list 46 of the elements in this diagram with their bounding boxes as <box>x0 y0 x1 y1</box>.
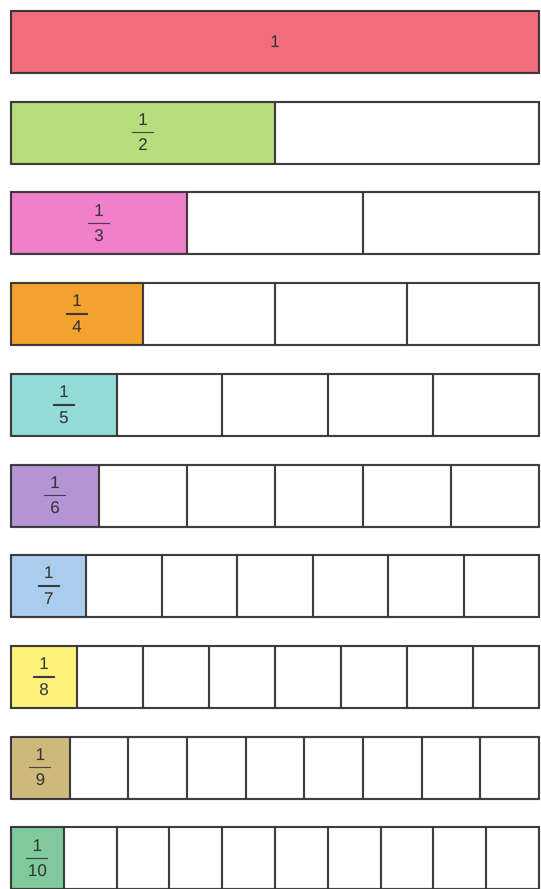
empty-cell <box>118 826 170 889</box>
empty-cell <box>70 736 130 800</box>
fraction-cell <box>10 554 88 618</box>
empty-cell <box>305 736 364 800</box>
numerator: 1 <box>44 563 54 584</box>
fraction-cell <box>10 736 71 800</box>
empty-cell <box>246 736 306 800</box>
fraction-cell <box>10 100 276 165</box>
denominator: 8 <box>39 680 49 700</box>
empty-cell <box>276 826 329 889</box>
empty-cell <box>382 826 434 889</box>
empty-cell <box>129 736 188 800</box>
whole-number: 1 <box>270 31 280 54</box>
empty-cell <box>364 736 423 800</box>
empty-cell <box>188 736 247 800</box>
empty-cell <box>328 826 382 889</box>
denominator: 5 <box>59 408 69 428</box>
denominator: 9 <box>36 770 46 790</box>
empty-cell <box>434 826 488 889</box>
empty-cell <box>481 736 540 800</box>
empty-cell <box>223 826 276 889</box>
numerator: 1 <box>72 291 82 312</box>
empty-cell <box>487 826 540 889</box>
numerator: 1 <box>94 200 104 221</box>
denominator: 2 <box>138 135 148 156</box>
numerator: 1 <box>36 744 46 765</box>
numerator: 1 <box>32 836 42 856</box>
fraction-cell <box>10 464 100 528</box>
denominator: 7 <box>44 588 54 609</box>
numerator: 1 <box>50 472 60 493</box>
numerator: 1 <box>138 110 148 130</box>
numerator: 1 <box>59 382 69 402</box>
empty-cell <box>64 826 118 889</box>
fraction-cell <box>10 826 65 889</box>
denominator: 10 <box>28 861 47 882</box>
fraction-cell <box>10 644 78 709</box>
fraction-cell <box>10 10 540 74</box>
denominator: 4 <box>72 316 82 337</box>
empty-cell <box>422 736 482 800</box>
numerator: 1 <box>39 654 49 674</box>
fraction-cell <box>10 372 118 437</box>
fraction-cell <box>10 191 188 256</box>
denominator: 3 <box>94 226 104 246</box>
fraction-cell <box>10 282 144 346</box>
empty-cell <box>170 826 224 889</box>
denominator: 6 <box>50 498 60 518</box>
